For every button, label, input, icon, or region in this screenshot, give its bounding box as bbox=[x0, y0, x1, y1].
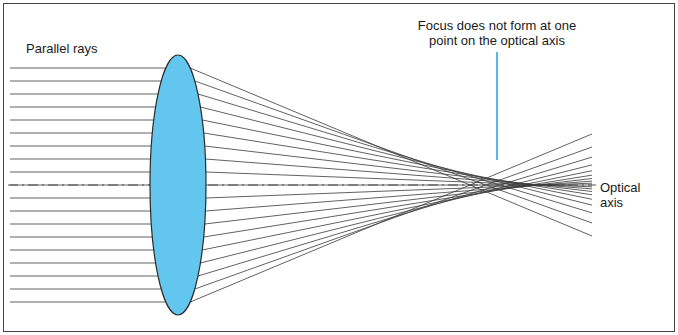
refracted-ray bbox=[202, 171, 592, 250]
incoming-ray bbox=[10, 211, 151, 212]
leader-line bbox=[496, 52, 498, 160]
refracted-ray bbox=[190, 134, 592, 302]
incoming-ray bbox=[10, 68, 166, 69]
incoming-ray bbox=[10, 250, 154, 251]
callout-label: Focus does not form at one point on the … bbox=[407, 18, 587, 48]
incoming-ray bbox=[10, 289, 161, 290]
refracted-ray bbox=[204, 133, 592, 195]
refracted-ray bbox=[190, 68, 592, 236]
axis-label: Optical axis bbox=[600, 180, 648, 210]
refracted-ray bbox=[195, 81, 592, 223]
incoming-ray bbox=[10, 107, 156, 108]
incoming-ray bbox=[10, 237, 152, 238]
incoming-ray bbox=[10, 302, 166, 303]
incoming-ray bbox=[10, 263, 156, 264]
incoming-ray bbox=[10, 81, 161, 82]
incoming-ray bbox=[10, 159, 151, 160]
incoming-ray bbox=[10, 133, 152, 134]
refracted-ray bbox=[202, 120, 592, 199]
refracted-ray bbox=[200, 107, 592, 205]
rays-label: Parallel rays bbox=[26, 41, 98, 56]
incoming-ray bbox=[10, 94, 158, 95]
refracted-ray bbox=[198, 157, 592, 276]
refracted-ray bbox=[205, 146, 592, 192]
refracted-ray bbox=[200, 165, 592, 263]
incoming-ray bbox=[10, 224, 151, 225]
incoming-ray bbox=[10, 120, 154, 121]
optical-axis-line bbox=[8, 185, 596, 186]
incoming-ray bbox=[10, 146, 151, 147]
convex-lens bbox=[150, 55, 206, 315]
incoming-ray bbox=[10, 172, 150, 173]
frame bbox=[4, 4, 675, 332]
incoming-ray bbox=[10, 198, 150, 199]
incoming-ray bbox=[10, 276, 158, 277]
light-rays bbox=[10, 68, 592, 302]
incoming-ray bbox=[10, 185, 150, 186]
